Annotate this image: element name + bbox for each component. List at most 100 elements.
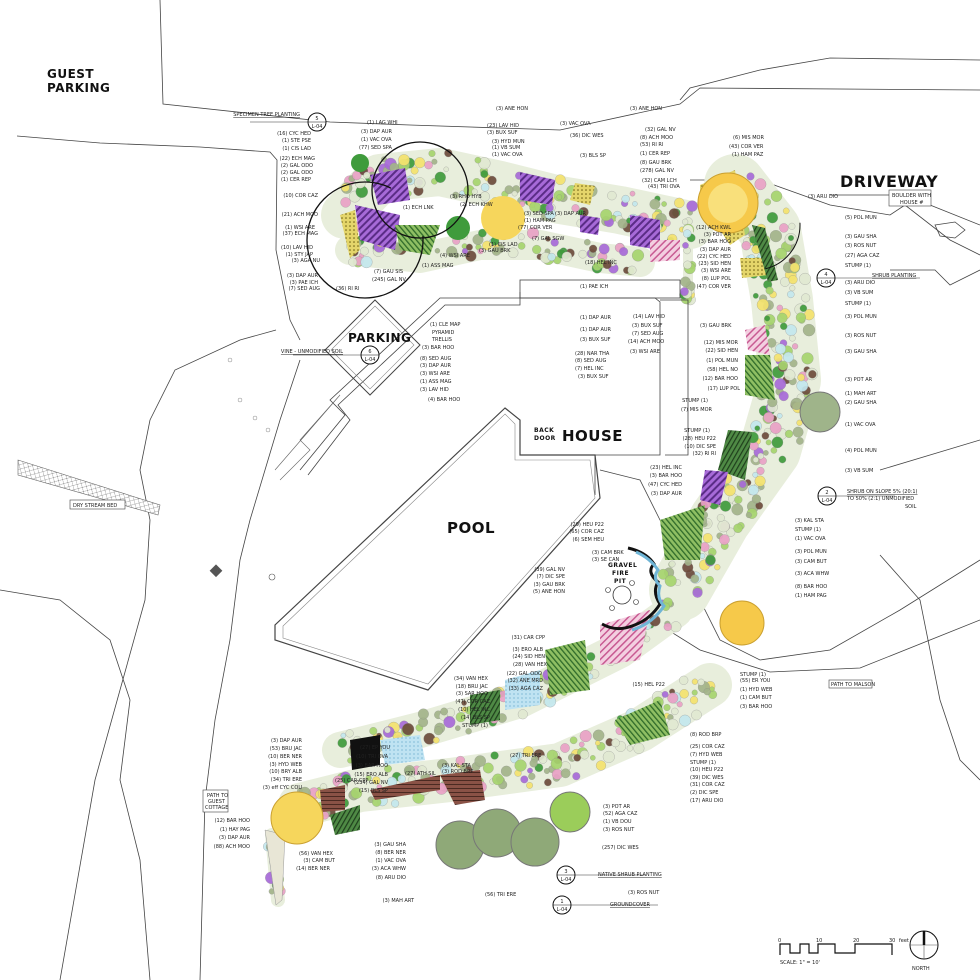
plant-callout: (1) VB DOU bbox=[603, 819, 632, 825]
plant-symbol bbox=[578, 249, 587, 259]
plant-symbol bbox=[544, 778, 552, 787]
plant-callout: (3) GAU BRK bbox=[479, 248, 511, 254]
plant-callout: (88) ACH MOO bbox=[214, 844, 250, 850]
plant-symbol bbox=[621, 194, 630, 204]
plant-symbol bbox=[490, 751, 499, 760]
plant-symbol bbox=[697, 678, 705, 686]
back-door-label: BACK bbox=[534, 427, 554, 434]
plant-symbol bbox=[595, 760, 607, 771]
plant-symbol bbox=[668, 560, 676, 568]
boulder-note-2: HOUSE # bbox=[900, 200, 923, 206]
plant-symbol bbox=[517, 233, 525, 241]
plant-callout: (1) HAM PAG bbox=[524, 218, 556, 224]
plant-symbol bbox=[769, 422, 782, 434]
plant-callout: (3) POT AR bbox=[845, 377, 873, 383]
plant-symbol bbox=[666, 718, 679, 731]
plant-callout: (23) HEL INC bbox=[650, 465, 682, 471]
plant-symbol bbox=[590, 755, 596, 761]
plant-symbol bbox=[474, 156, 482, 164]
plant-callout: (37) ECH MAG bbox=[283, 231, 318, 237]
plant-symbol bbox=[756, 298, 769, 311]
plant-callout: (12) BAR HOO bbox=[703, 376, 738, 382]
plant-callout: (2) ECH KHW bbox=[460, 202, 493, 208]
plant-symbol bbox=[414, 157, 426, 169]
section-title: NATIVE SHRUB PLANTING bbox=[598, 872, 662, 878]
plant-symbol bbox=[529, 759, 538, 768]
plant-symbol bbox=[571, 204, 580, 213]
boxed-notes: DRY STREAM BED BOULDER WITH HOUSE # PATH… bbox=[69, 189, 932, 813]
plant-callout: PYRAMID bbox=[432, 330, 454, 336]
plant-callout: (1) VAC OVA bbox=[492, 152, 523, 158]
plant-symbol bbox=[754, 178, 767, 191]
plant-callout: (1) STE PSE bbox=[282, 138, 311, 144]
plant-callout: (1) VAC OVA bbox=[361, 137, 392, 143]
plant-symbol bbox=[455, 725, 461, 731]
plant-callout: (3) PAE ICH bbox=[290, 280, 319, 286]
plant-callout: (10) DIC SPE bbox=[684, 444, 716, 450]
plant-callout: (1) HAM PAG bbox=[795, 593, 827, 599]
plant-symbol bbox=[631, 249, 645, 262]
plant-symbol bbox=[769, 230, 782, 243]
plant-symbol bbox=[479, 191, 490, 202]
plant-callout: (2) GAU SHA bbox=[845, 400, 877, 406]
plant-callout: (25) CAR CPP bbox=[335, 778, 368, 784]
plant-callout: (5) POL MUN bbox=[845, 215, 877, 221]
plant-callout: (3) WSI ARE bbox=[630, 349, 660, 355]
plant-symbol bbox=[775, 247, 787, 260]
plant-symbol bbox=[663, 219, 671, 227]
plant-callout: (8) SED AUG bbox=[420, 356, 452, 362]
plant-callout: (3) GAU SHA bbox=[845, 349, 877, 355]
plant-symbol bbox=[773, 353, 783, 363]
plant-symbol bbox=[406, 177, 413, 184]
plant-symbol bbox=[779, 223, 789, 233]
plant-symbol bbox=[756, 466, 765, 475]
plant-symbol bbox=[487, 175, 497, 186]
plant-callout: (2) GAL ODO bbox=[281, 170, 313, 176]
plant-callout: (1) ASS MAG bbox=[422, 263, 454, 269]
plant-callout: (8) SED AUG bbox=[575, 358, 607, 364]
plant-callout: (3) POL MUN bbox=[795, 549, 827, 555]
plant-callout: (245) GAL NV bbox=[372, 277, 406, 283]
plant-callout: (29) HEU P22 bbox=[571, 522, 604, 528]
scale-tick-30: 30 bbox=[889, 938, 895, 944]
plant-callout: (14) LAV HID bbox=[633, 314, 665, 320]
plant-symbol bbox=[796, 419, 803, 426]
section-sheet: L-04 bbox=[312, 124, 323, 130]
plant-callout: (3) GAU SHA bbox=[374, 842, 406, 848]
plant-symbol bbox=[446, 246, 458, 258]
plant-callout: (3) DAP AUR bbox=[555, 211, 587, 217]
plant-symbol bbox=[517, 709, 528, 720]
plant-symbol bbox=[778, 391, 789, 402]
section-title: SPECIMEN TREE PLANTING bbox=[233, 112, 300, 118]
plant-symbol bbox=[626, 745, 634, 752]
plant-symbol bbox=[679, 714, 691, 727]
fire-pit bbox=[601, 546, 666, 632]
plant-callout: (1) CAM BUT bbox=[740, 695, 773, 701]
plant-symbol bbox=[745, 512, 752, 519]
plant-callout: STUMP (1) bbox=[462, 723, 488, 729]
plant-callout: (1) DAP AUR bbox=[580, 315, 612, 321]
plant-symbol bbox=[739, 480, 747, 488]
plant-symbol bbox=[776, 312, 788, 324]
plant-callout: (17) ARU DIO bbox=[690, 798, 723, 804]
plant-symbol bbox=[504, 185, 514, 195]
plant-symbol bbox=[770, 190, 783, 202]
plant-callout: (33) AGA CAZ bbox=[509, 686, 544, 692]
plant-symbol bbox=[719, 500, 732, 512]
plant-callout: (3) WSI ARE bbox=[701, 268, 731, 274]
plant-symbol bbox=[680, 287, 689, 296]
plant-symbol bbox=[360, 246, 369, 256]
section-number: 1 bbox=[560, 899, 563, 905]
plant-callout: (3) KAL STA bbox=[442, 763, 471, 769]
plant-callout: (3) ERO ALB bbox=[513, 647, 544, 653]
plant-symbol bbox=[461, 248, 469, 255]
plant-symbol bbox=[776, 413, 783, 419]
plant-callout: (3) ROS NUT bbox=[628, 890, 660, 896]
